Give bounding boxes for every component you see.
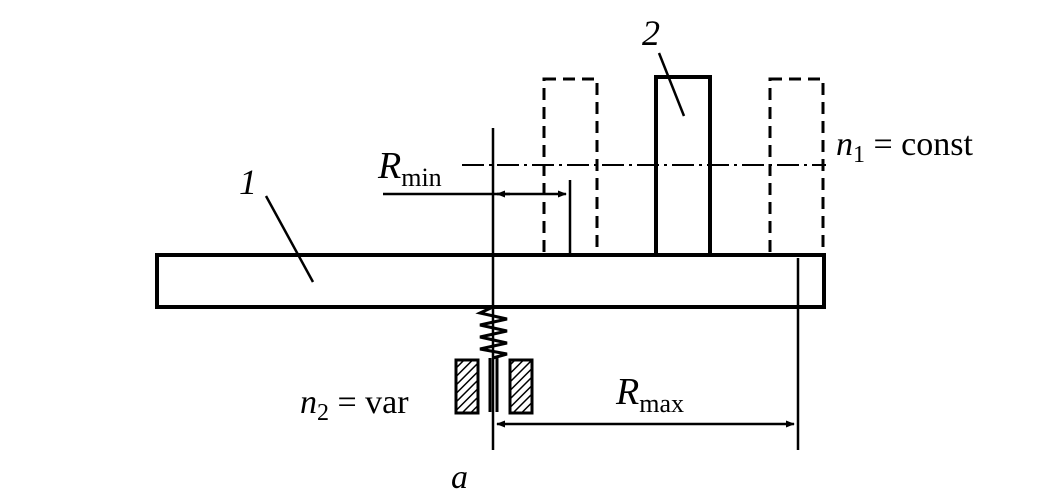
n2-value: = var xyxy=(329,384,409,421)
bearing-left xyxy=(454,358,480,415)
label-rmin: Rmin xyxy=(377,145,442,192)
bearing-right xyxy=(508,358,534,415)
rmin-symbol: R xyxy=(377,145,401,187)
rmax-subscript: max xyxy=(639,389,684,418)
leader-part-2 xyxy=(657,52,686,117)
spring xyxy=(475,305,508,360)
n1-symbol: n xyxy=(836,126,853,163)
leader-part-1 xyxy=(264,195,315,283)
n1-value: = const xyxy=(865,126,973,163)
disk-part-1 xyxy=(155,253,826,309)
n1-subscript: 1 xyxy=(853,142,865,168)
label-part-1: 1 xyxy=(239,162,257,202)
label-n1: n1 = const xyxy=(836,126,973,168)
rmax-symbol: R xyxy=(615,371,639,413)
figure-label: a xyxy=(451,459,468,494)
n2-symbol: n xyxy=(300,384,317,421)
label-n2: n2 = var xyxy=(300,384,409,426)
label-rmax: Rmax xyxy=(615,371,684,418)
n2-subscript: 2 xyxy=(317,400,329,426)
rmin-subscript: min xyxy=(401,163,441,192)
roller-max-position-dashed xyxy=(768,77,825,257)
label-part-2: 2 xyxy=(642,13,660,53)
